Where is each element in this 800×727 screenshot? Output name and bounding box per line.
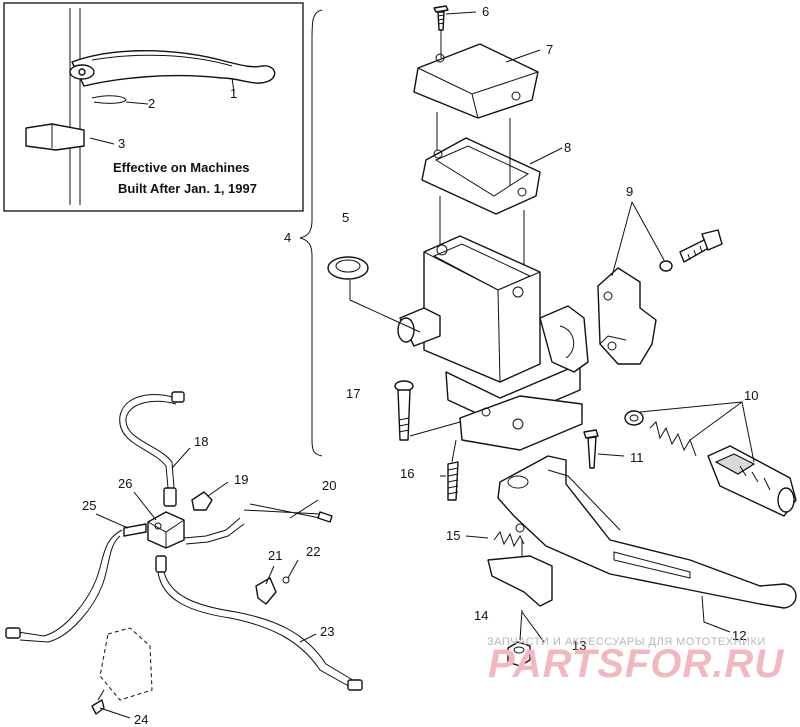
master-cylinder-body — [397, 235, 589, 451]
callout-16: 16 — [400, 466, 414, 481]
junction-block-26 — [147, 511, 185, 549]
brake-lever-12 — [497, 455, 797, 609]
callout-7: 7 — [546, 42, 553, 57]
callout-1: 1 — [230, 86, 237, 101]
callout-26: 26 — [118, 476, 132, 491]
watermark-logo: PARTSFOR.RU — [488, 642, 785, 686]
bracket-outline — [99, 627, 153, 701]
callout-3: 3 — [118, 136, 125, 151]
callout-13: 13 — [572, 638, 586, 653]
callout-10: 10 — [744, 388, 758, 403]
hose-23 — [155, 555, 363, 691]
lever-block-13 — [487, 540, 553, 607]
fitting-19 — [191, 491, 213, 511]
callout-11: 11 — [630, 450, 644, 465]
inset-note-line-2: Built After Jan. 1, 1997 — [118, 181, 257, 196]
callout-23: 23 — [320, 624, 334, 639]
callout-19: 19 — [234, 472, 248, 487]
screw-22 — [282, 576, 290, 584]
callout-8: 8 — [564, 140, 571, 155]
callout-14: 14 — [474, 608, 488, 623]
callout-22: 22 — [306, 544, 320, 559]
watermark-tagline: ЗАПЧАСТИ И АКСЕССУАРЫ ДЛЯ МОТОТЕХНИКИ — [487, 636, 766, 648]
callout-15: 15 — [446, 528, 460, 543]
bolt-16 — [447, 439, 459, 501]
screw-24 — [91, 689, 105, 715]
callout-18: 18 — [194, 434, 208, 449]
callout-numbers: 1 2 3 4 5 6 7 8 9 10 11 12 13 14 15 16 1… — [82, 4, 758, 727]
hose-18 — [119, 391, 185, 507]
callout-21: 21 — [268, 548, 282, 563]
clamp-9 — [597, 229, 723, 365]
gasket-8 — [421, 137, 541, 215]
callout-5: 5 — [342, 210, 349, 225]
callout-9: 9 — [626, 184, 633, 199]
inset-panel — [3, 2, 304, 212]
callout-12: 12 — [732, 628, 746, 643]
line-20 — [183, 503, 333, 545]
bolt-17 — [394, 380, 461, 441]
cover-7 — [413, 43, 539, 119]
hose-25 — [5, 523, 147, 643]
callout-25: 25 — [82, 498, 96, 513]
callout-17: 17 — [346, 386, 360, 401]
callout-20: 20 — [322, 478, 336, 493]
group-bracket — [299, 9, 323, 457]
callout-4: 4 — [284, 230, 291, 245]
callout-6: 6 — [482, 4, 489, 19]
callout-2: 2 — [148, 96, 155, 111]
nut-14 — [507, 609, 531, 667]
bolt-11 — [583, 429, 599, 469]
seal-5 — [327, 256, 421, 333]
clip-21 — [255, 577, 277, 605]
screw-6 — [433, 5, 449, 31]
piston-assembly-10 — [624, 410, 797, 517]
leader-lines — [95, 11, 755, 719]
callout-24: 24 — [134, 712, 148, 727]
inset-note-line-1: Effective on Machines — [113, 160, 250, 175]
spring-15 — [493, 523, 525, 548]
